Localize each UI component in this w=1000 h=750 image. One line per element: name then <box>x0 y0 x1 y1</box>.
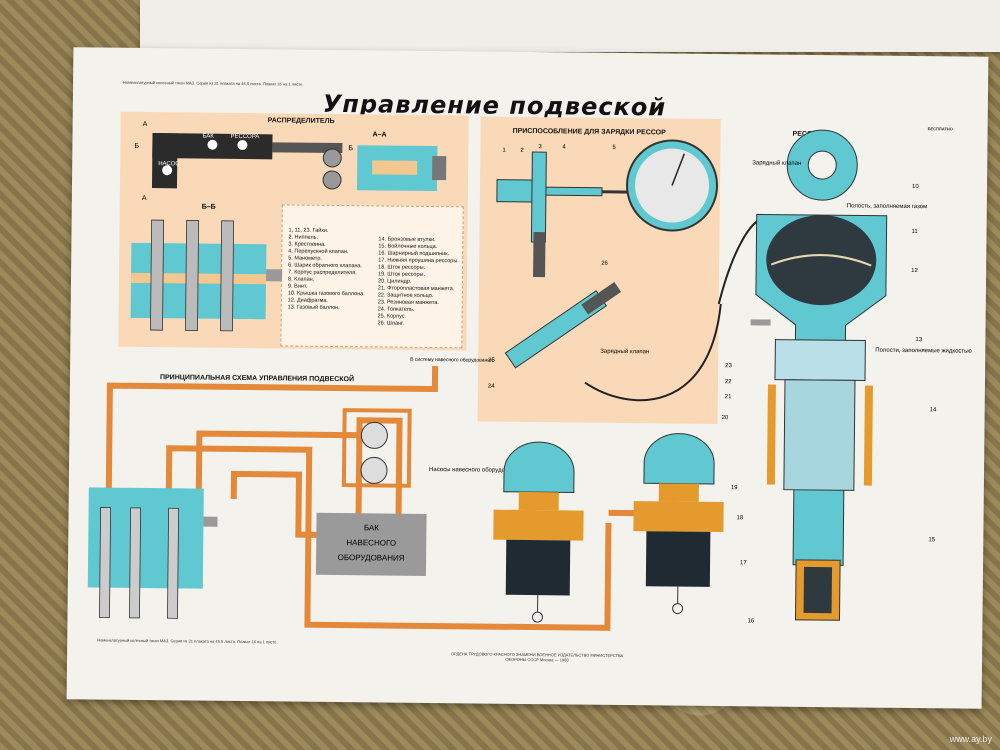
label-a-bottom: А <box>142 195 147 202</box>
charger-number-26: 26 <box>601 261 608 267</box>
charger-number-2: 2 <box>520 148 524 154</box>
charger-number-5: 5 <box>612 145 616 151</box>
charger-number-1: 1 <box>502 148 506 154</box>
charger-number-24: 24 <box>488 384 495 390</box>
charger-number-4: 4 <box>562 144 566 150</box>
spring-number-11: 11 <box>912 229 919 235</box>
schematic-distributor <box>87 487 218 619</box>
equipment-pumps <box>341 408 412 488</box>
spring-number-14: 14 <box>930 407 937 413</box>
label-pump: НАСОС <box>158 161 180 167</box>
charger-valve-label: Зарядный клапан <box>600 348 649 356</box>
tank-label-line2: НАВЕСНОГО <box>346 538 396 548</box>
to-equipment-label: В систему навесного оборудования <box>410 357 493 364</box>
spring-assembly <box>750 129 888 621</box>
spring-number-19: 19 <box>731 485 738 491</box>
section-aa-view <box>322 145 447 192</box>
tank-label-line1: БАК <box>364 523 380 532</box>
spring-gas-cavity-label: Полость, заполняемая газом <box>847 203 927 210</box>
stacked-paper-top <box>140 0 1000 52</box>
spring-number-12: 12 <box>911 268 918 274</box>
spring-liquid-cavity-label: Полости, заполняемые жидкостью <box>875 348 972 355</box>
tank-label-line3: ОБОРУДОВАНИЯ <box>338 553 405 563</box>
charger-device <box>496 139 767 402</box>
label-tank: БАК <box>202 134 214 140</box>
center-imprint: ОРДЕНА ТРУДОВОГО КРАСНОГО ЗНАМЕНИ ВОЕННО… <box>450 651 624 663</box>
spring-number-13: 13 <box>915 337 922 343</box>
spring-number-21: 21 <box>725 394 732 400</box>
spring-number-10: 10 <box>912 184 919 190</box>
label-b-right: Б <box>348 145 353 152</box>
label-section-bb: Б–Б <box>202 204 216 211</box>
charger-number-25: 25 <box>488 358 495 364</box>
section-bb-view <box>130 219 283 332</box>
spring-charging-valve-label: Зарядный клапан <box>752 159 801 167</box>
pumps-label: Насосы навесного оборудования <box>429 467 521 474</box>
equipment-tank <box>315 512 427 576</box>
schematic-springs <box>493 433 724 623</box>
distributor-top-view <box>151 133 343 189</box>
spring-number-18: 18 <box>737 515 744 521</box>
diagram-drawing: НАСОС БАК РЕССОРА А А Б Б А–А Б–Б <box>87 121 972 631</box>
label-a-top: А <box>143 121 148 128</box>
label-section-aa: А–А <box>373 131 387 138</box>
poster-sheet: Номенклатурный колесный тягач МАЗ. Серия… <box>66 47 989 709</box>
spring-number-16: 16 <box>747 618 754 624</box>
label-spring-port: РЕССОРА <box>230 134 259 140</box>
watermark: www.ay.by <box>949 734 992 744</box>
spring-number-20: 20 <box>722 415 729 421</box>
spring-number-callouts: 10 11 12 13 14 15 16 23 22 21 20 19 18 1… <box>722 184 937 624</box>
spring-number-17: 17 <box>740 560 747 566</box>
spring-number-15: 15 <box>928 537 935 543</box>
schematic-piping <box>105 366 679 631</box>
charger-number-3: 3 <box>538 144 542 150</box>
spring-number-23: 23 <box>725 363 732 369</box>
label-b-left: Б <box>134 143 139 150</box>
spring-number-22: 22 <box>725 379 732 385</box>
